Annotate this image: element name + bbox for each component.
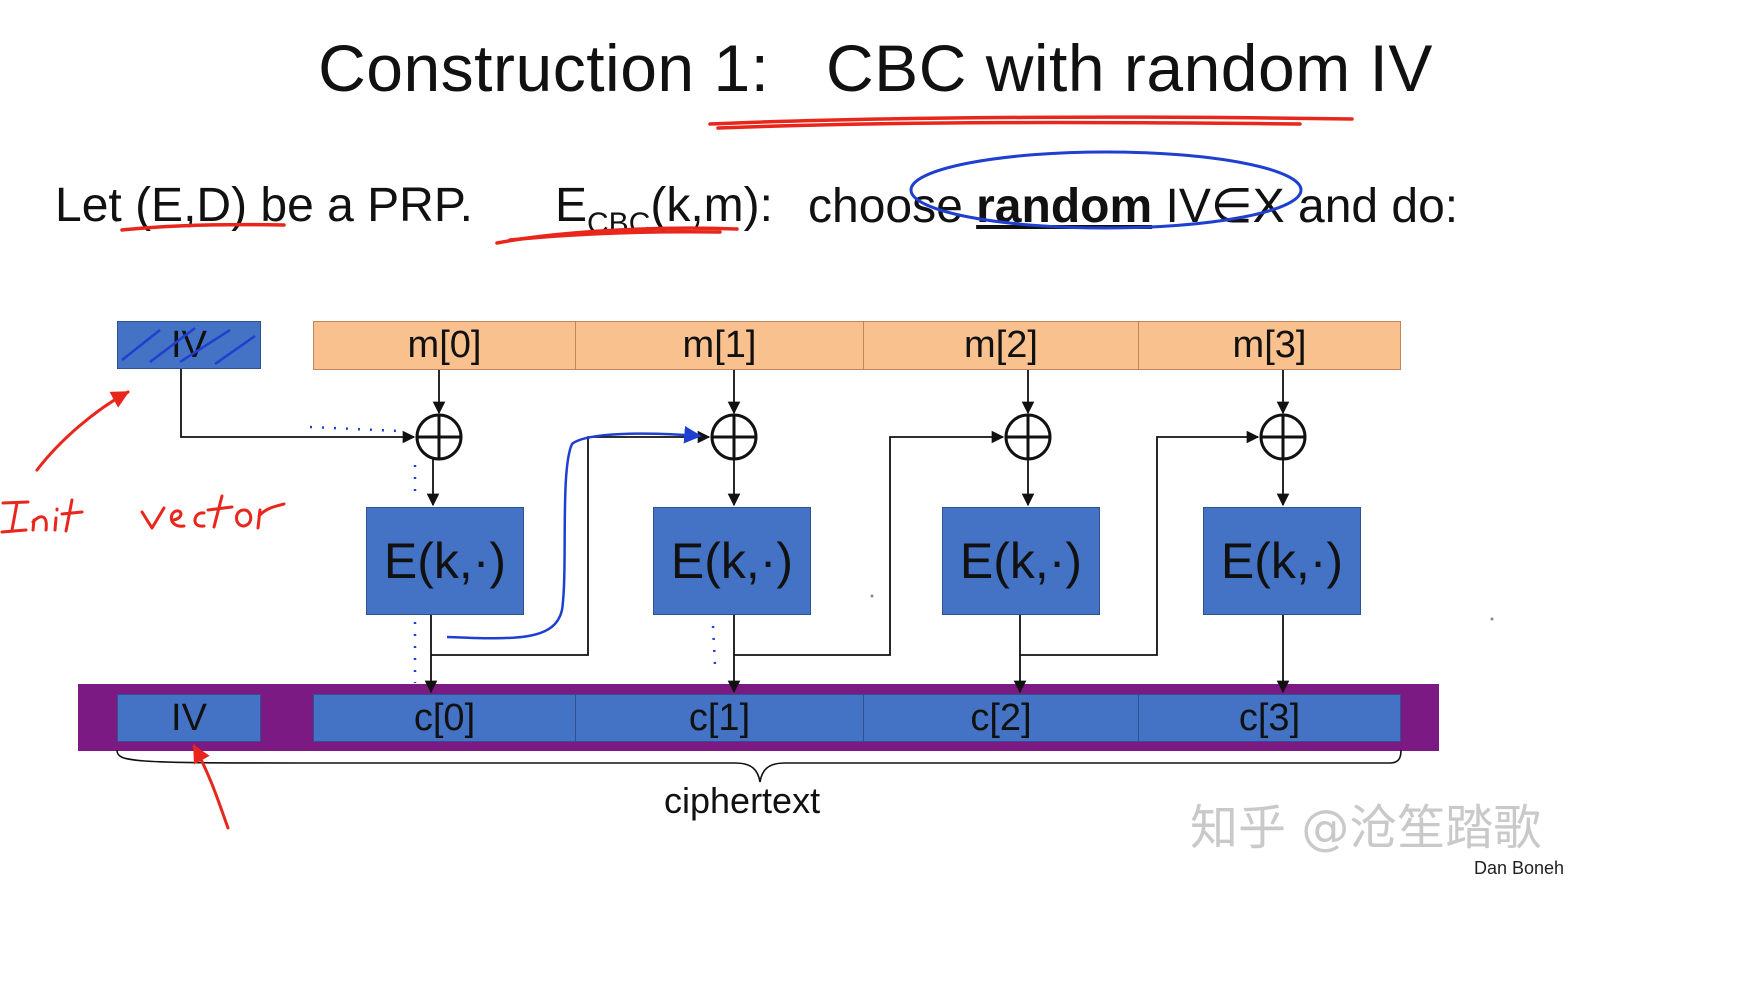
choose-rest: IV∈X and do: bbox=[1152, 180, 1459, 233]
chain-arrows bbox=[431, 430, 1260, 656]
encrypt-label-3: E(k,·) bbox=[1220, 533, 1344, 589]
message-label-2: m[2] bbox=[964, 324, 1038, 366]
encrypt-block-0: E(k,·) bbox=[366, 507, 524, 615]
stray-dot bbox=[1490, 617, 1494, 621]
encrypt-to-cipher-arrows bbox=[424, 615, 1290, 694]
xor-symbol-2 bbox=[1004, 413, 1052, 461]
message-block-0: m[0] bbox=[313, 321, 576, 370]
cipher-block-0: c[0] bbox=[313, 694, 576, 742]
encrypt-label-1: E(k,·) bbox=[670, 533, 794, 589]
cipher-block-2: c[2] bbox=[863, 694, 1139, 742]
slide-title: Construction 1: CBC with random IV bbox=[318, 31, 1433, 105]
ecbc-args: (k,m): bbox=[650, 179, 773, 232]
cipher-label-0: c[0] bbox=[413, 696, 476, 739]
ecbc-main: E bbox=[555, 179, 588, 232]
random-iv-highlight bbox=[909, 150, 1303, 230]
iv-bottom-label: IV bbox=[171, 696, 207, 739]
cipher-block-3: c[3] bbox=[1138, 694, 1401, 742]
iv-top-label: IV bbox=[171, 323, 207, 366]
watermark: 知乎 @沧笙踏歌 bbox=[1190, 800, 1542, 856]
message-block-3: m[3] bbox=[1138, 321, 1401, 370]
ciphertext-label: ciphertext bbox=[664, 780, 821, 821]
message-block-2: m[2] bbox=[863, 321, 1139, 370]
message-label-0: m[0] bbox=[407, 324, 482, 366]
dotted-hints bbox=[309, 425, 717, 683]
ciphertext-brace bbox=[116, 749, 1402, 783]
encrypt-block-1: E(k,·) bbox=[653, 507, 811, 615]
ecbc-definition: ECBC(k,m): bbox=[555, 178, 773, 241]
red-underlines bbox=[120, 115, 1354, 245]
encrypt-block-3: E(k,·) bbox=[1203, 507, 1361, 615]
author-credit: Dan Boneh bbox=[1474, 858, 1565, 878]
message-block-1: m[1] bbox=[575, 321, 864, 370]
choose-statement: choose random IV∈X and do: bbox=[808, 178, 1458, 234]
xor-symbol-3 bbox=[1259, 413, 1307, 461]
message-label-1: m[1] bbox=[682, 324, 757, 366]
encrypt-block-2: E(k,·) bbox=[942, 507, 1100, 615]
cipher-label-2: c[2] bbox=[970, 696, 1032, 739]
cipher-block-1: c[1] bbox=[575, 694, 864, 742]
xor-symbol-1 bbox=[710, 413, 758, 461]
encrypt-label-0: E(k,·) bbox=[383, 533, 507, 589]
message-arrows bbox=[432, 370, 1290, 415]
stray-dot bbox=[870, 594, 874, 598]
encrypt-label-2: E(k,·) bbox=[959, 533, 1083, 589]
xor-symbol-0 bbox=[415, 413, 463, 461]
message-label-3: m[3] bbox=[1232, 324, 1307, 366]
cipher-label-3: c[3] bbox=[1238, 696, 1301, 739]
iv-hatch-marks bbox=[121, 327, 256, 366]
cipher-label-1: c[1] bbox=[688, 696, 751, 739]
handwritten-chain-stroke bbox=[446, 426, 702, 640]
handwritten-init-vector-icon bbox=[0, 494, 286, 534]
xor-to-encrypt-arrows bbox=[426, 459, 1290, 507]
iv-feed-arrow bbox=[180, 369, 416, 444]
choose-text: choose bbox=[808, 180, 977, 233]
iv-bottom-box: IV bbox=[117, 694, 261, 742]
red-annotation-arrows bbox=[35, 390, 230, 830]
